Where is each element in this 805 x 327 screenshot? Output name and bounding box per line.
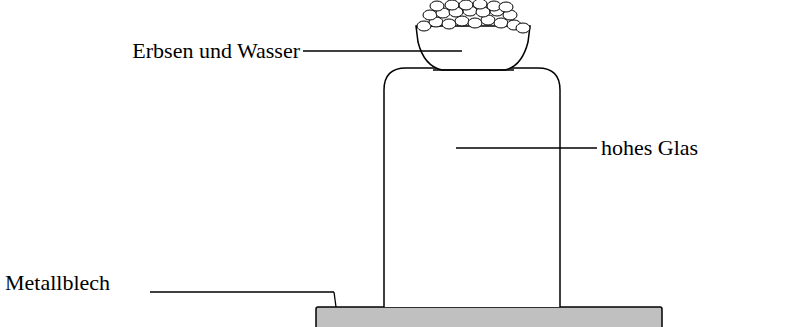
label-peas-water: Erbsen und Wasser [131,39,301,63]
leader-line [303,50,462,51]
leader-line [150,291,334,292]
peas [417,0,530,33]
label-metal-plate: Metallblech [4,271,111,295]
label-tall-glass: hohes Glas [600,136,699,160]
leader-line [334,292,336,307]
bowl [416,26,530,70]
metal-plate [316,307,662,327]
leader-line [456,147,597,148]
tall-glass [384,68,560,307]
